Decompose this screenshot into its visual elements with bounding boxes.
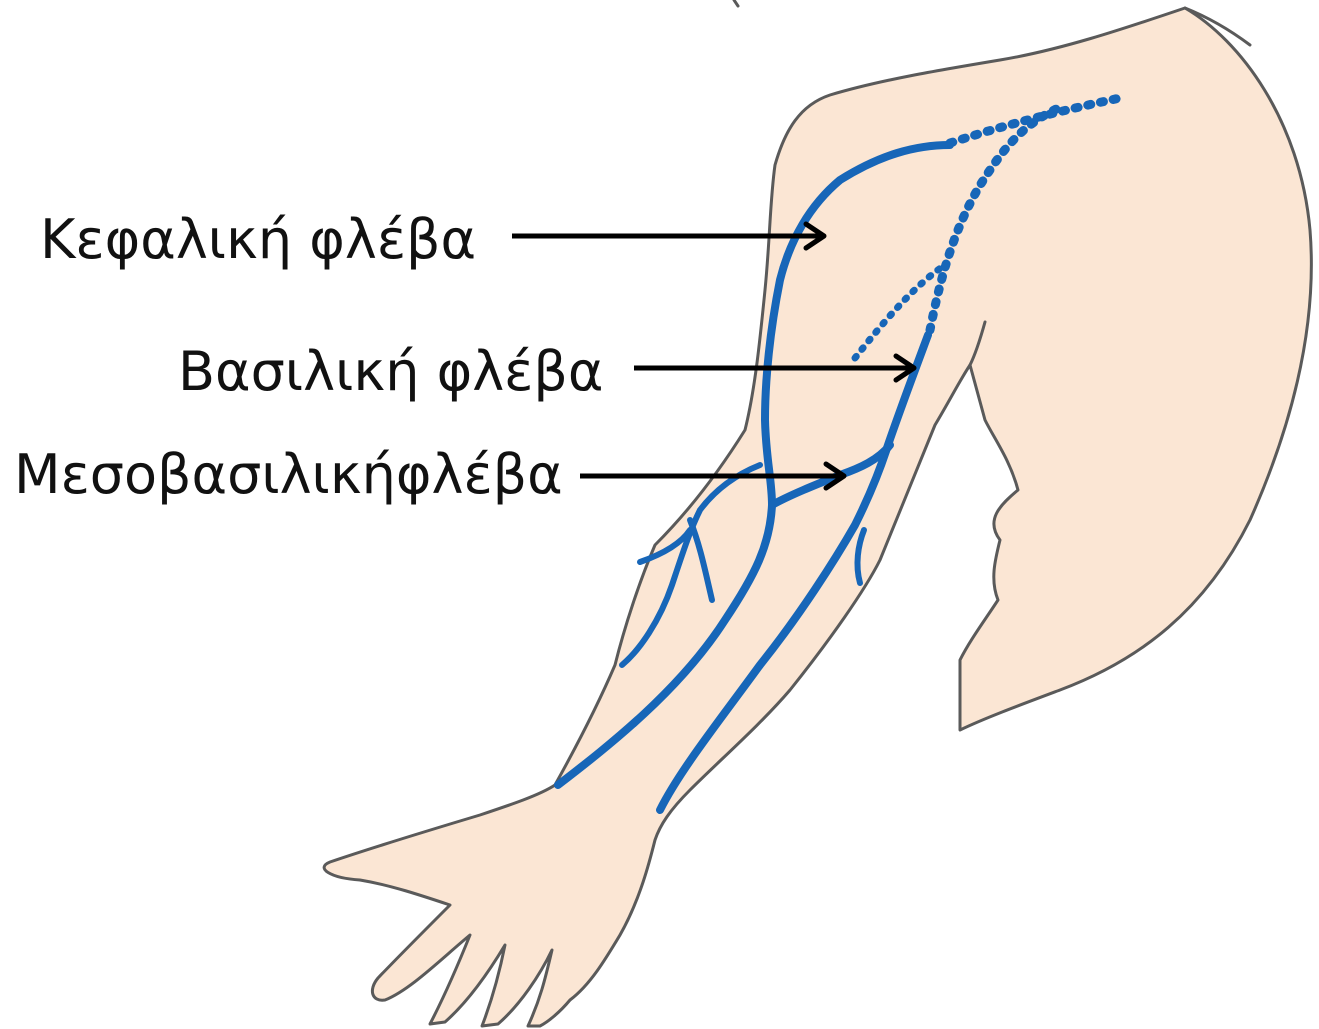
- label-basilic: Βασιλική φλέβα: [178, 340, 603, 403]
- label-median-basilic: Μεσοβασιλικήφλέβα: [14, 443, 563, 506]
- arm-shape: [324, 8, 1311, 1026]
- arm-illustration: [324, 0, 1311, 1026]
- label-cephalic-group: Κεφαλική φλέβα: [40, 208, 824, 271]
- top-mark: [734, 0, 738, 6]
- label-cephalic: Κεφαλική φλέβα: [40, 208, 476, 271]
